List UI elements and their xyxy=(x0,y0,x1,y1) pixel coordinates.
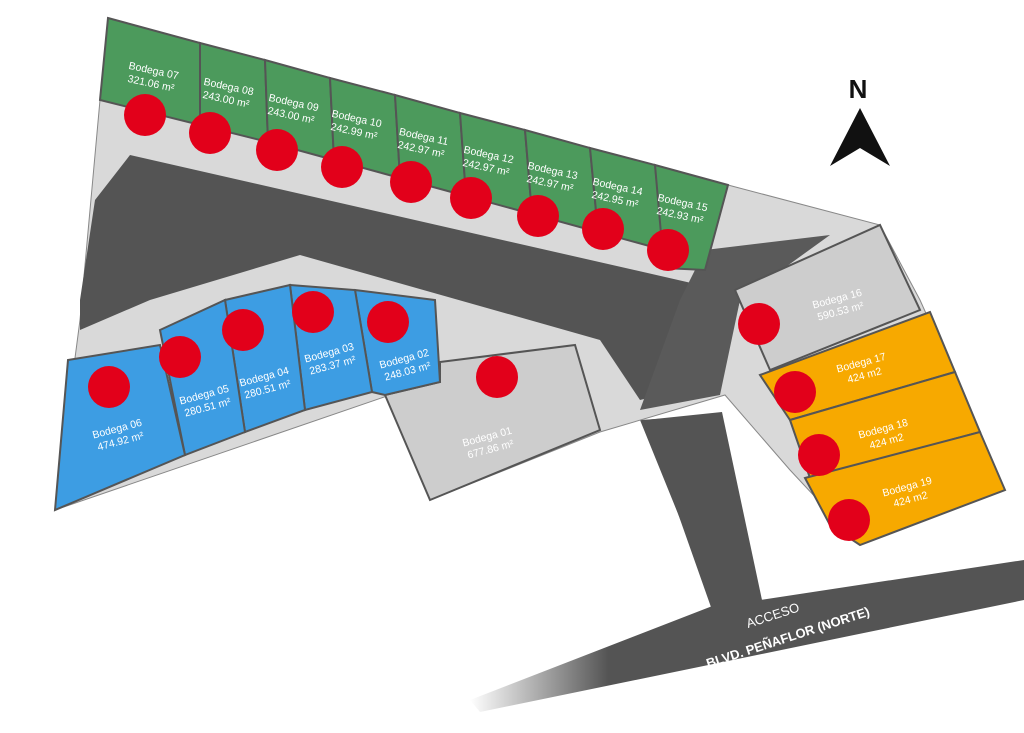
marker-bodega-01[interactable] xyxy=(476,356,518,398)
access-road-vertical xyxy=(645,412,762,610)
unit-shape[interactable] xyxy=(53,343,187,512)
unit-bodega-16[interactable]: Bodega 16590.53 m² xyxy=(733,223,922,372)
marker-bodega-04[interactable] xyxy=(222,309,264,351)
marker-bodega-06[interactable] xyxy=(88,366,130,408)
unit-bodega-06[interactable]: Bodega 06474.92 m² xyxy=(53,343,187,512)
north-compass: N xyxy=(830,74,890,166)
marker-bodega-13[interactable] xyxy=(517,195,559,237)
marker-bodega-14[interactable] xyxy=(582,208,624,250)
unit-bodega-07[interactable]: Bodega 07321.06 m² xyxy=(98,16,201,127)
unit-label: Bodega 17424 m2 xyxy=(835,351,891,388)
marker-bodega-07[interactable] xyxy=(124,94,166,136)
marker-bodega-19[interactable] xyxy=(828,499,870,541)
marker-bodega-16[interactable] xyxy=(738,303,780,345)
marker-bodega-08[interactable] xyxy=(189,112,231,154)
marker-bodega-03[interactable] xyxy=(292,291,334,333)
marker-bodega-09[interactable] xyxy=(256,129,298,171)
marker-bodega-10[interactable] xyxy=(321,146,363,188)
internal-road-east xyxy=(640,235,830,410)
internal-road-main xyxy=(80,155,740,400)
marker-bodega-05[interactable] xyxy=(159,336,201,378)
marker-bodega-15[interactable] xyxy=(647,229,689,271)
marker-bodega-12[interactable] xyxy=(450,177,492,219)
marker-bodega-02[interactable] xyxy=(367,301,409,343)
north-arrow-icon xyxy=(830,108,890,166)
north-label: N xyxy=(849,74,868,104)
marker-bodega-18[interactable] xyxy=(798,434,840,476)
marker-bodega-11[interactable] xyxy=(390,161,432,203)
marker-bodega-17[interactable] xyxy=(774,371,816,413)
